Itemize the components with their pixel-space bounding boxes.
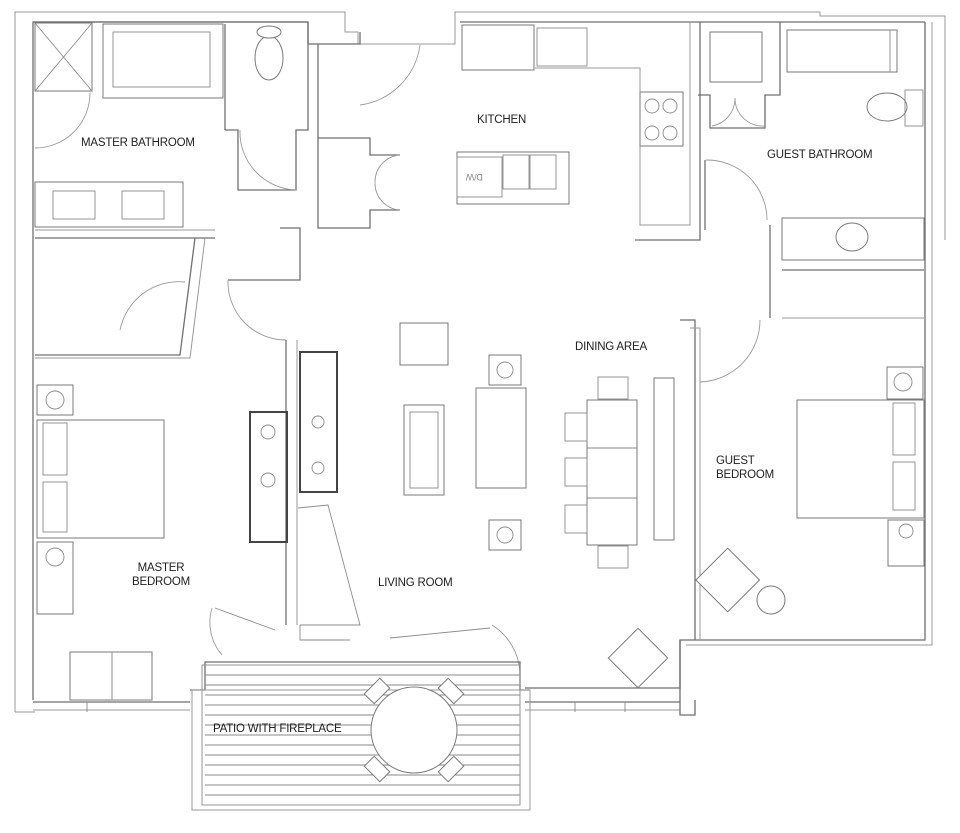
room-label-dining-area: DINING AREA: [575, 341, 647, 353]
room-label-master-bathroom: MASTER BATHROOM: [81, 137, 195, 149]
master-bathroom-fixtures: [34, 22, 309, 239]
exterior-walls: [14, 11, 946, 716]
kitchen-fixtures: [456, 22, 701, 241]
room-label-living-room: LIVING ROOM: [378, 577, 453, 589]
room-label-guest-bedroom-line1: GUEST: [716, 455, 755, 467]
room-label-master-bedroom: MASTER BEDROOM: [132, 561, 190, 589]
room-label-guest-bedroom-line2: BEDROOM: [716, 469, 775, 481]
patio-deck: [190, 661, 531, 811]
room-label-kitchen: KITCHEN: [477, 114, 527, 126]
room-label-master-bedroom-line2: BEDROOM: [132, 576, 191, 588]
living-dining-furniture: [36, 322, 675, 701]
room-label-master-bedroom-line1: MASTER: [137, 562, 185, 574]
room-label-guest-bathroom: GUEST BATHROOM: [767, 149, 873, 161]
dishwasher-label: D/W: [466, 172, 483, 182]
guest-bathroom-fixtures: [698, 22, 925, 319]
hall-closets: [35, 32, 421, 625]
room-label-patio: PATIO WITH FIREPLACE: [213, 723, 342, 735]
guest-bedroom-furniture: [680, 319, 925, 640]
room-label-guest-bedroom: GUEST BEDROOM: [716, 454, 774, 482]
